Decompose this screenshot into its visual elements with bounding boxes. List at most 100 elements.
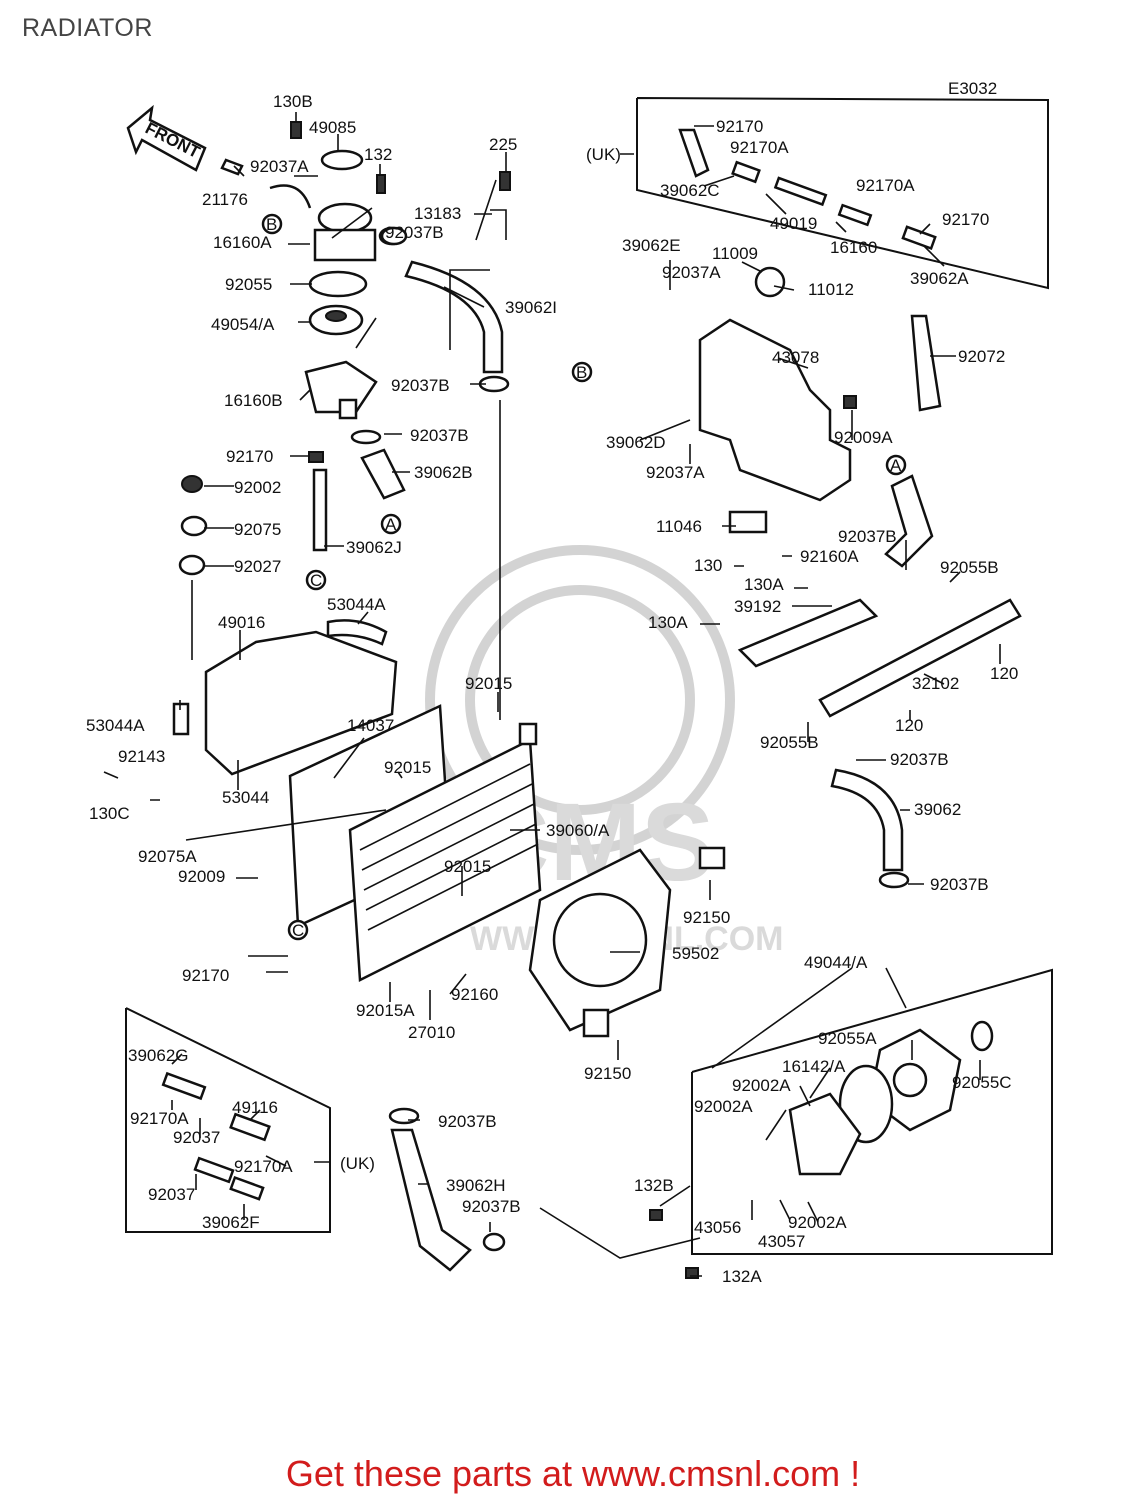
part-label-uk-top: (UK) — [586, 145, 621, 164]
part-label-92015A: 92015A — [356, 1001, 415, 1020]
callouts: B A C B A C — [261, 213, 907, 941]
part-label-92170-4: 92170 — [942, 210, 989, 229]
part-label-92037B-2: 92037B — [391, 376, 450, 395]
callout-a-right-label: A — [890, 456, 902, 475]
part-label-11012: 11012 — [808, 280, 854, 299]
part-label-16160B: 16160B — [224, 391, 283, 410]
part-label-49085: 49085 — [309, 118, 356, 137]
part-label-39062D: 39062D — [606, 433, 666, 452]
part-label-92015-1: 92015 — [465, 674, 512, 693]
part-label-92002A-2: 92002A — [694, 1097, 753, 1116]
part-label-39062E: 39062E — [622, 236, 681, 255]
part-label-92055B-2: 92055B — [760, 733, 819, 752]
part-label-16142A: 16142/A — [782, 1057, 846, 1076]
part-label-39062: 39062 — [914, 800, 961, 819]
part-label-92055B-1: 92055B — [940, 558, 999, 577]
part-label-92055C: 92055C — [952, 1073, 1012, 1092]
uk-hose-box-left — [125, 1007, 331, 1233]
diagram-code: E3032 — [948, 79, 997, 98]
footer-link-text[interactable]: Get these parts at www.cmsnl.com ! — [285, 1453, 861, 1494]
part-label-21176: 21176 — [202, 190, 248, 209]
part-label-92037B-8: 92037B — [930, 875, 989, 894]
part-label-49054A: 49054/A — [211, 315, 275, 334]
part-label-92055: 92055 — [225, 275, 272, 294]
part-label-uk-left: (UK) — [340, 1154, 375, 1173]
part-label-14037: 14037 — [347, 716, 394, 735]
uk-hose-box-top — [636, 97, 1049, 290]
part-label-49016: 49016 — [218, 613, 265, 632]
front-arrow: FRONT — [126, 104, 207, 172]
coolant-pipe-assembly — [728, 474, 1022, 718]
callout-b-right-label: B — [576, 363, 587, 382]
part-label-92037B-6: 92037B — [838, 527, 897, 546]
part-label-13183: 13183 — [414, 204, 461, 223]
water-pump-group — [649, 1020, 994, 1279]
callout-b-top-label: B — [266, 215, 277, 234]
part-label-132B: 132B — [634, 1176, 674, 1195]
part-label-27010: 27010 — [408, 1023, 455, 1042]
part-label-92075: 92075 — [234, 520, 281, 539]
part-label-39060A: 39060/A — [546, 821, 610, 840]
part-label-92002A-3: 92002A — [788, 1213, 847, 1232]
radiator-shroud — [172, 619, 398, 776]
part-label-92002: 92002 — [234, 478, 281, 497]
callout-c-bottom-label: C — [292, 921, 304, 940]
part-label-53044A-left: 53044A — [86, 716, 145, 735]
part-label-92170-2: 92170 — [182, 966, 229, 985]
uk-hoses-left — [161, 1071, 271, 1201]
part-labels: E3032 130B 49085 132 225 92037A 21176 13… — [86, 79, 1018, 1286]
part-label-130: 130 — [694, 556, 722, 575]
part-label-92170-1: 92170 — [226, 447, 273, 466]
part-label-39062A: 39062A — [910, 269, 969, 288]
part-label-32102: 32102 — [912, 674, 959, 693]
part-label-39062B: 39062B — [414, 463, 473, 482]
part-label-16160: 16160 — [830, 238, 877, 257]
part-label-92072: 92072 — [958, 347, 1005, 366]
callout-b-top — [261, 213, 283, 235]
part-label-92037A-2: 92037A — [662, 263, 721, 282]
part-label-49044A: 49044/A — [804, 953, 868, 972]
part-label-130A-2: 130A — [648, 613, 688, 632]
part-label-92037A-3: 92037A — [646, 463, 705, 482]
part-label-92037B-7: 92037B — [890, 750, 949, 769]
part-label-92075A: 92075A — [138, 847, 197, 866]
callout-c-left-label: C — [310, 571, 322, 590]
page-title: RADIATOR — [22, 14, 153, 42]
part-label-39062I: 39062I — [505, 298, 557, 317]
part-label-11009: 11009 — [712, 244, 758, 263]
part-label-92037B-1: 92037B — [385, 223, 444, 242]
leader-lines — [103, 112, 1001, 1277]
part-label-92055A: 92055A — [818, 1029, 877, 1048]
part-label-11046: 11046 — [656, 517, 702, 536]
left-small-parts — [178, 468, 328, 576]
part-label-92150-1: 92150 — [683, 908, 730, 927]
part-label-92027: 92027 — [234, 557, 281, 576]
part-label-130C: 130C — [89, 804, 130, 823]
part-label-16160A: 16160A — [213, 233, 272, 252]
part-label-92143: 92143 — [118, 747, 165, 766]
callout-b-right — [571, 361, 593, 383]
part-label-120-1: 120 — [990, 664, 1018, 683]
part-label-39192: 39192 — [734, 597, 781, 616]
part-label-49019: 49019 — [770, 214, 817, 233]
part-label-92037B-5: 92037B — [462, 1197, 521, 1216]
callout-a-right — [885, 454, 907, 476]
part-label-92009A: 92009A — [834, 428, 893, 447]
part-label-92160: 92160 — [451, 985, 498, 1004]
part-label-120-2: 120 — [895, 716, 923, 735]
part-label-92015-2: 92015 — [384, 758, 431, 777]
part-label-92150-2: 92150 — [584, 1064, 631, 1083]
part-label-43057: 43057 — [758, 1232, 805, 1251]
part-label-92160A: 92160A — [800, 547, 859, 566]
part-label-92170A-2: 92170A — [234, 1157, 293, 1176]
thermostat-housing-group — [220, 121, 406, 500]
part-label-92037A-1: 92037A — [250, 157, 309, 176]
part-label-39062H: 39062H — [446, 1176, 506, 1195]
radiator-core — [288, 704, 542, 982]
part-label-59502: 59502 — [672, 944, 719, 963]
part-label-92037-1: 92037 — [173, 1128, 220, 1147]
part-label-92170A-4: 92170A — [856, 176, 915, 195]
part-label-39062J: 39062J — [346, 538, 402, 557]
part-label-92015-3: 92015 — [444, 857, 491, 876]
